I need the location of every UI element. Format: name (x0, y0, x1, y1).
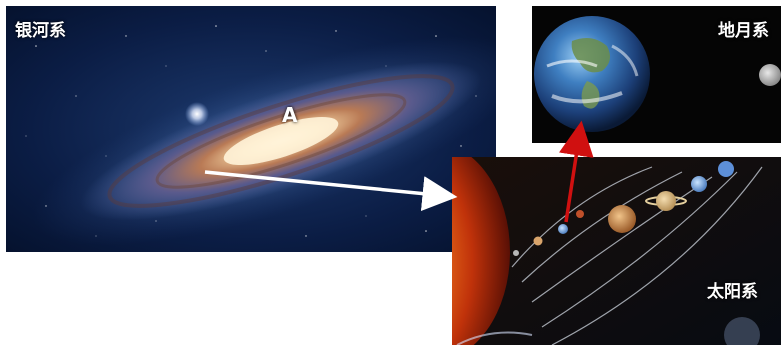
solar-system-image-panel: 太阳系 (452, 157, 781, 345)
galaxy-title: 银河系 (15, 16, 66, 41)
earth-moon-title: 地月系 (718, 16, 769, 41)
galaxy-image-panel: 银河系 A (6, 6, 496, 252)
galaxy-image (6, 6, 496, 252)
solar-system-image (452, 157, 781, 345)
earth-moon-image-panel: 地月系 (532, 6, 781, 143)
solar-system-title: 太阳系 (707, 277, 758, 302)
galaxy-marker-a: A (282, 103, 297, 127)
